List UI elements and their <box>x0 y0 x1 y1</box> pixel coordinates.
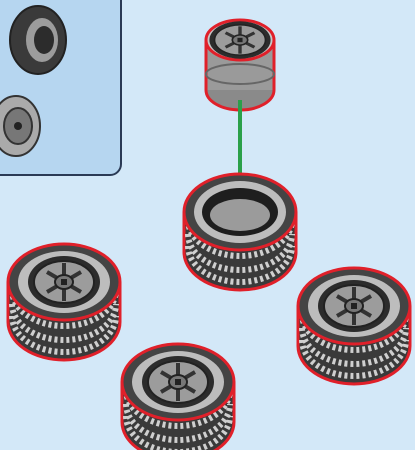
completed-wheel-right <box>298 268 410 384</box>
new-rim-part <box>206 20 274 110</box>
tire-icon <box>10 6 66 74</box>
wheel-rim-icon <box>0 96 40 156</box>
completed-wheel-left <box>8 244 120 360</box>
completed-wheel-bottom <box>122 344 234 450</box>
target-tire <box>184 174 296 290</box>
